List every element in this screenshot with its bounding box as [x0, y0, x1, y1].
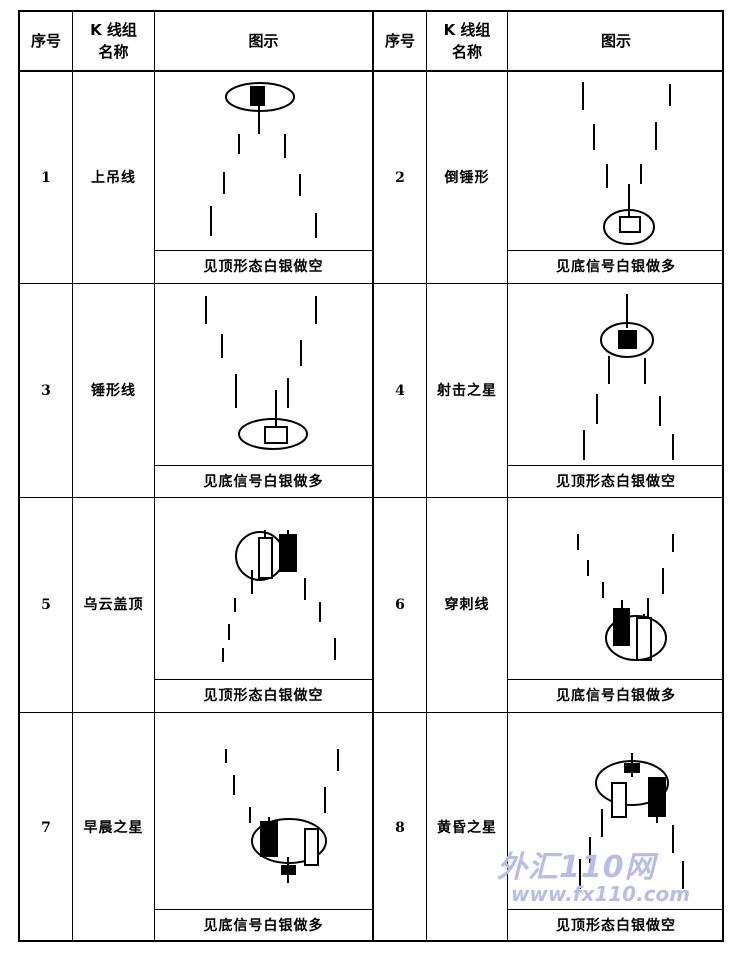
- caption-divider: [154, 679, 372, 680]
- caption-divider: [507, 465, 724, 466]
- pattern-name: 倒锤形: [444, 169, 490, 186]
- col-divider: [426, 12, 427, 940]
- caption-divider: [154, 250, 372, 251]
- col-divider: [507, 12, 508, 940]
- pattern-name: 锤形线: [91, 382, 136, 399]
- pattern-caption: 见顶形态白银做空: [556, 918, 676, 934]
- seq-cell: 3: [41, 382, 51, 399]
- figure-piercing-line: [508, 498, 724, 680]
- pattern-caption: 见顶形态白银做空: [203, 688, 324, 704]
- pattern-name: 上吊线: [91, 169, 136, 186]
- seq-cell: 5: [41, 597, 51, 613]
- header-seq: 序号: [384, 32, 415, 50]
- header-figure: 图示: [600, 32, 631, 50]
- pattern-caption: 见顶形态白银做空: [556, 473, 676, 490]
- header-figure: 图示: [248, 32, 279, 50]
- pattern-caption: 见底信号白银做多: [556, 688, 676, 704]
- col-divider: [72, 12, 73, 940]
- row-divider: [20, 497, 722, 498]
- header-divider: [20, 70, 722, 72]
- watermark-title: 外汇110网: [497, 850, 656, 885]
- row-divider: [20, 712, 722, 713]
- header-seq: 序号: [30, 32, 61, 50]
- caption-divider: [507, 679, 724, 680]
- figure-morning-star: [155, 713, 372, 909]
- figure-evening-star: [508, 713, 724, 909]
- caption-divider: [507, 250, 724, 251]
- seq-cell: 4: [395, 382, 405, 399]
- figure-inverted-hammer: [508, 72, 724, 250]
- header-name: K 线组 名称: [427, 12, 507, 70]
- pattern-name: 早晨之星: [83, 819, 144, 836]
- pattern-name: 穿刺线: [444, 597, 490, 613]
- header-name: K 线组 名称: [73, 12, 154, 70]
- watermark-url: www.fx110.com: [511, 882, 691, 906]
- watermark: 外汇110网 www.fx110.com: [497, 842, 707, 912]
- pattern-name: 黄昏之星: [437, 819, 497, 836]
- row-divider: [20, 283, 722, 284]
- figure-shooting-star: [508, 284, 724, 465]
- header-name-line2: 名称: [98, 43, 129, 61]
- header-name-line1: K 线组: [443, 21, 491, 39]
- header-name-line2: 名称: [451, 43, 482, 61]
- pattern-name: 射击之星: [437, 382, 497, 399]
- caption-divider: [154, 465, 372, 466]
- col-divider: [154, 12, 155, 940]
- pattern-caption: 见底信号白银做多: [556, 259, 676, 275]
- col-divider: [372, 12, 374, 940]
- pattern-name: 乌云盖顶: [83, 597, 144, 613]
- pattern-caption: 见底信号白银做多: [203, 473, 324, 490]
- seq-cell: 2: [395, 169, 405, 186]
- seq-cell: 1: [41, 169, 51, 186]
- caption-divider: [507, 909, 724, 910]
- figure-hanging-man: [155, 72, 372, 250]
- pattern-caption: 见底信号白银做多: [203, 918, 324, 934]
- header-name-line1: K 线组: [90, 21, 137, 39]
- seq-cell: 8: [395, 819, 405, 836]
- pattern-caption: 见顶形态白银做空: [203, 259, 324, 275]
- figure-dark-cloud-cover: [155, 498, 372, 680]
- seq-cell: 7: [41, 819, 51, 836]
- caption-divider: [154, 909, 372, 910]
- candlestick-pattern-table: 序号 K 线组 名称 图示 序号 K 线组 名称 图示 1 上吊线 见顶形态白银…: [18, 10, 724, 942]
- seq-cell: 6: [395, 597, 405, 613]
- figure-hammer: [155, 284, 372, 465]
